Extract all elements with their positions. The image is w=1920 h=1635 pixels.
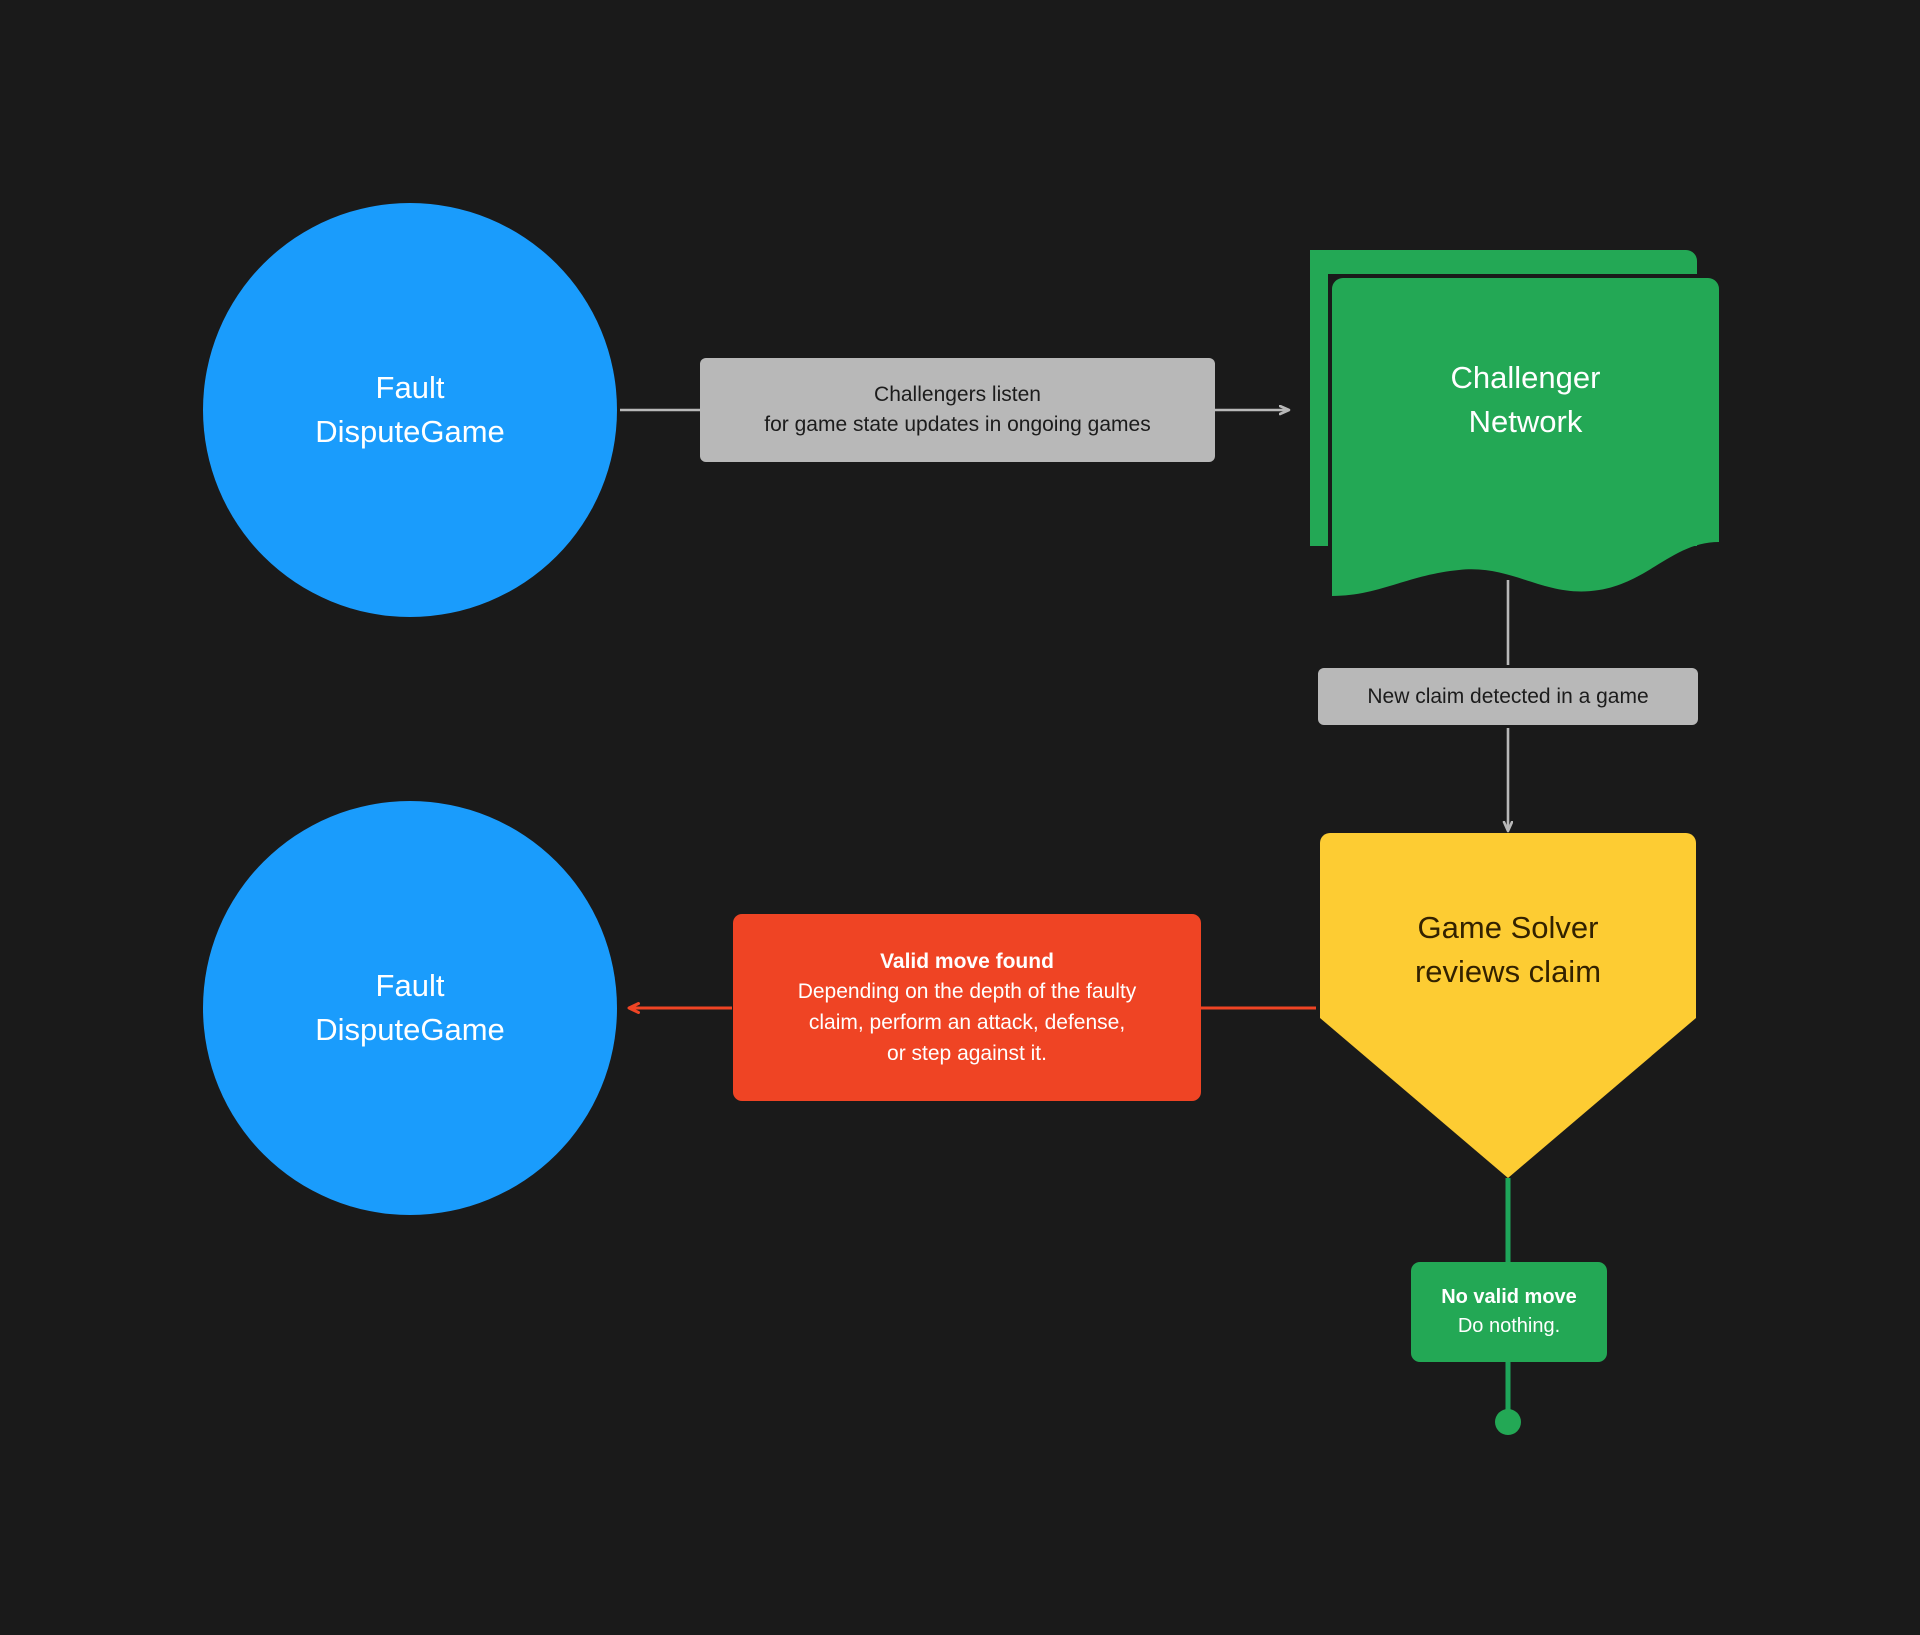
edge-label-no-valid-move[interactable]: No valid move Do nothing. [1411,1262,1607,1362]
node-fault-dispute-game-top-shape[interactable] [203,203,617,617]
edge-label-listen-line1: Challengers listen [874,383,1041,407]
edge-label-no-valid-move-heading: No valid move [1441,1286,1577,1309]
edge-label-valid-move-line1: Depending on the depth of the faulty [797,980,1137,1004]
edge-label-new-claim-detected[interactable]: New claim detected in a game [1318,668,1698,725]
edge-label-challengers-listen[interactable]: Challengers listen for game state update… [700,358,1215,462]
edge-label-new-claim-line1: New claim detected in a game [1367,684,1649,708]
node-challenger-network-front-sheet[interactable] [1332,278,1719,596]
edge-label-listen-line2: for game state updates in ongoing games [764,413,1151,436]
edge-label-valid-move-found[interactable]: Valid move found Depending on the depth … [733,914,1201,1101]
edge-no-valid-move-connector [1495,1178,1521,1435]
edge-label-valid-move-heading: Valid move found [880,949,1054,973]
edge-label-valid-move-line2: claim, perform an attack, defense, [808,1010,1126,1034]
node-fault-dispute-game-bottom-shape[interactable] [203,801,617,1215]
node-game-solver-shape[interactable] [1320,833,1696,1178]
edge-label-valid-move-line3: or step against it. [887,1041,1047,1065]
edge-label-no-valid-move-line1: Do nothing. [1457,1315,1561,1338]
terminal-dot [1495,1409,1521,1435]
